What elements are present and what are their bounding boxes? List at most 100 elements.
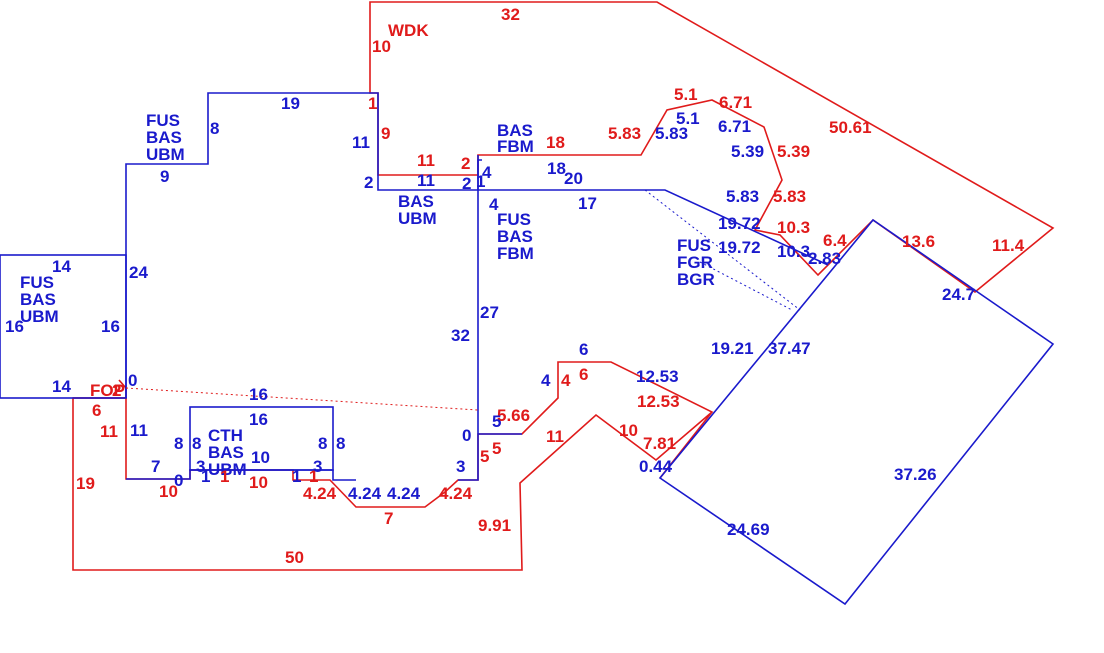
fop-label: FOP — [90, 381, 125, 400]
svg-text:5.66: 5.66 — [497, 406, 530, 425]
svg-text:37.47: 37.47 — [768, 339, 811, 358]
svg-text:9: 9 — [160, 167, 169, 186]
blue-ramp — [477, 159, 482, 190]
svg-text:11: 11 — [100, 422, 118, 441]
svg-text:6.71: 6.71 — [718, 117, 751, 136]
svg-text:0.44: 0.44 — [639, 457, 673, 476]
lower-red-outline — [72, 361, 714, 571]
wdk-label: WDK — [388, 21, 429, 40]
svg-text:9.91: 9.91 — [478, 516, 511, 535]
svg-text:5.83: 5.83 — [655, 124, 688, 143]
svg-text:UBM: UBM — [208, 460, 247, 479]
svg-text:50: 50 — [285, 548, 304, 567]
svg-text:4: 4 — [482, 163, 492, 182]
svg-text:11: 11 — [352, 133, 370, 152]
svg-text:18: 18 — [547, 159, 566, 178]
svg-text:8: 8 — [318, 434, 327, 453]
svg-text:CTH: CTH — [208, 426, 243, 445]
svg-text:32: 32 — [501, 5, 520, 24]
svg-text:4: 4 — [561, 371, 571, 390]
svg-text:10: 10 — [372, 37, 391, 56]
upper-left-label: FUS BAS UBM — [146, 111, 185, 164]
svg-text:BAS: BAS — [20, 290, 56, 309]
svg-text:24: 24 — [129, 263, 148, 282]
svg-text:3: 3 — [196, 457, 205, 476]
svg-text:6: 6 — [579, 365, 588, 384]
svg-text:FGR: FGR — [677, 253, 713, 272]
svg-text:FUS: FUS — [20, 273, 54, 292]
svg-text:4: 4 — [541, 371, 551, 390]
svg-text:13.6: 13.6 — [902, 232, 935, 251]
svg-text:4.24: 4.24 — [439, 484, 473, 503]
svg-text:BGR: BGR — [677, 270, 715, 289]
svg-text:5.39: 5.39 — [731, 142, 764, 161]
svg-text:19: 19 — [76, 474, 95, 493]
svg-text:50.61: 50.61 — [829, 118, 872, 137]
svg-text:5.83: 5.83 — [726, 187, 759, 206]
right-block-outline — [658, 218, 1055, 606]
svg-text:19.21: 19.21 — [711, 339, 754, 358]
svg-text:24.69: 24.69 — [727, 520, 770, 539]
svg-text:6.71: 6.71 — [719, 93, 752, 112]
svg-text:17: 17 — [578, 194, 597, 213]
svg-text:1: 1 — [220, 467, 229, 486]
svg-text:8: 8 — [192, 434, 201, 453]
svg-text:12.53: 12.53 — [636, 367, 679, 386]
svg-text:19: 19 — [281, 94, 300, 113]
svg-text:11: 11 — [546, 427, 564, 446]
svg-text:11: 11 — [417, 171, 435, 190]
svg-text:9: 9 — [381, 124, 390, 143]
center-mid-bas-label: BAS — [398, 192, 434, 211]
svg-text:19.72: 19.72 — [718, 214, 761, 233]
small-room-label: CTH BAS UBM — [208, 426, 247, 479]
svg-text:10: 10 — [251, 448, 270, 467]
dotted-fop-line — [125, 387, 479, 411]
svg-text:1: 1 — [368, 94, 377, 113]
svg-text:FBM: FBM — [497, 244, 534, 263]
svg-text:5.39: 5.39 — [777, 142, 810, 161]
svg-text:8: 8 — [174, 434, 183, 453]
svg-text:BAS: BAS — [146, 128, 182, 147]
svg-text:6.4: 6.4 — [823, 231, 847, 250]
svg-text:8: 8 — [336, 434, 345, 453]
svg-text:7: 7 — [384, 509, 393, 528]
small-room-bottom — [126, 469, 356, 481]
svg-text:1: 1 — [309, 467, 318, 486]
center-blue-outline — [458, 155, 479, 481]
svg-text:7.81: 7.81 — [643, 434, 676, 453]
svg-text:FUS: FUS — [677, 236, 711, 255]
svg-text:20: 20 — [564, 169, 583, 188]
svg-text:10.3: 10.3 — [777, 218, 810, 237]
svg-text:FBM: FBM — [497, 137, 534, 156]
svg-text:BAS: BAS — [497, 227, 533, 246]
svg-text:BAS: BAS — [497, 121, 533, 140]
svg-text:2: 2 — [461, 154, 470, 173]
svg-text:5.1: 5.1 — [674, 85, 698, 104]
svg-text:11: 11 — [130, 421, 148, 440]
svg-text:UBM: UBM — [20, 307, 59, 326]
dotted-right-line-2 — [699, 261, 793, 311]
svg-text:1: 1 — [201, 467, 210, 486]
svg-text:32: 32 — [451, 326, 470, 345]
svg-text:0: 0 — [462, 426, 471, 445]
center-mid-ubm-label: UBM — [398, 209, 437, 228]
svg-text:4.24: 4.24 — [387, 484, 421, 503]
svg-text:19.72: 19.72 — [718, 238, 761, 257]
red-dimensions: 32 10 50.61 11.4 1 9 11 2 18 5.83 5.1 6.… — [76, 5, 1025, 567]
svg-text:16: 16 — [249, 410, 268, 429]
svg-text:10.3: 10.3 — [777, 242, 810, 261]
svg-text:12.53: 12.53 — [637, 392, 680, 411]
svg-text:4.24: 4.24 — [303, 484, 337, 503]
svg-text:1: 1 — [476, 172, 485, 191]
wdk-outline — [369, 1, 1055, 294]
svg-text:16: 16 — [5, 317, 24, 336]
svg-text:UBM: UBM — [146, 145, 185, 164]
center-top-blue — [478, 189, 829, 266]
svg-text:4.24: 4.24 — [348, 484, 382, 503]
svg-text:11: 11 — [417, 151, 435, 170]
svg-text:10: 10 — [159, 482, 178, 501]
left-block-label: FUS BAS UBM — [20, 273, 59, 326]
blue-dimensions: 19 8 9 11 2 11 2 1 4 4 18 20 17 5.83 5.1… — [5, 94, 975, 539]
svg-text:0: 0 — [128, 371, 137, 390]
svg-text:5: 5 — [492, 412, 501, 431]
